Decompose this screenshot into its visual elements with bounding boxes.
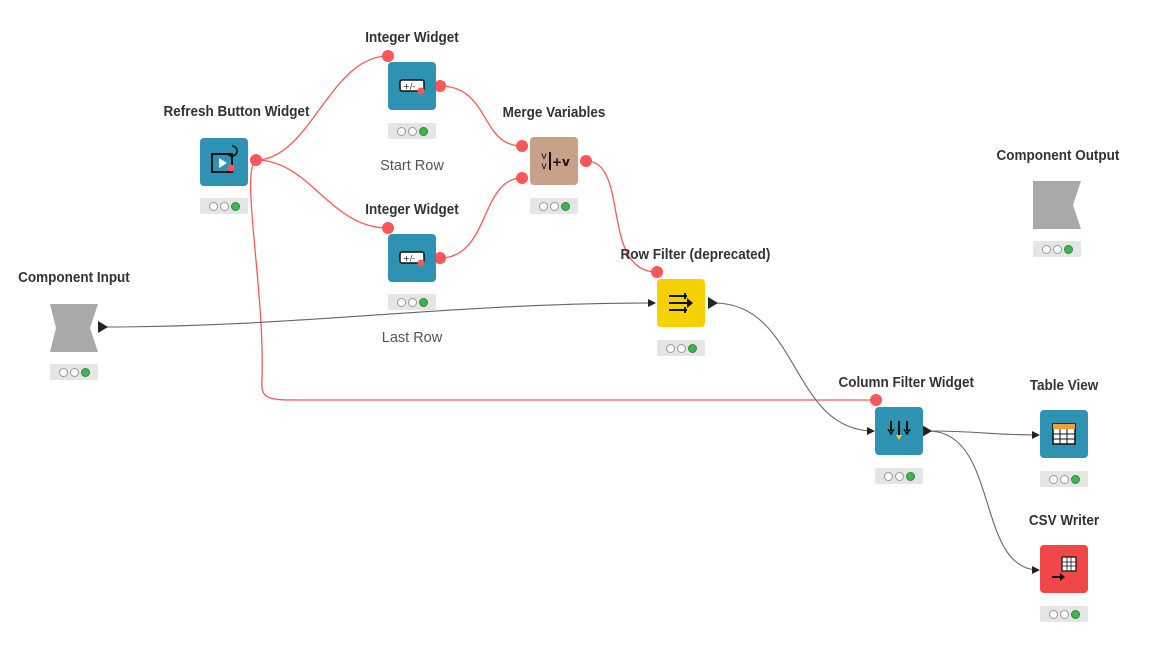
status-light-icon — [1063, 244, 1073, 254]
svg-text:+v: +v — [552, 155, 570, 169]
traffic-light-status — [657, 340, 705, 356]
flow-variable-in-port[interactable] — [382, 50, 394, 62]
status-light-icon — [396, 126, 406, 136]
status-light-icon — [1070, 609, 1080, 619]
status-light-icon — [1048, 609, 1058, 619]
traffic-light-status — [50, 364, 98, 380]
data-out-port[interactable] — [922, 425, 932, 437]
node-annotation: Start Row — [380, 158, 444, 174]
node-box[interactable] — [657, 279, 705, 327]
status-light-icon — [538, 201, 548, 211]
node-title: CSV Writer — [1028, 513, 1100, 529]
status-light-icon — [407, 297, 417, 307]
node-box[interactable]: +/- — [388, 234, 436, 282]
node-title: Table View — [1029, 378, 1099, 394]
traffic-light-status — [200, 198, 248, 214]
node-annotation: Last Row — [381, 330, 443, 346]
status-light-icon — [560, 201, 570, 211]
flow-variable-in-port[interactable] — [382, 222, 394, 234]
status-light-icon — [1059, 609, 1069, 619]
connection-component-input-to-row-filter[interactable] — [103, 299, 656, 328]
flow-variable-out-port[interactable] — [434, 252, 446, 264]
status-light-icon — [1048, 474, 1058, 484]
status-light-icon — [418, 126, 428, 136]
node-box[interactable] — [200, 138, 248, 186]
connection-refresh-button-widget-to-column-filter-widget[interactable] — [249, 159, 876, 401]
status-light-icon — [894, 471, 904, 481]
status-light-icon — [905, 471, 915, 481]
status-light-icon — [1041, 244, 1051, 254]
traffic-light-status — [1040, 471, 1088, 487]
svg-text:+/-: +/- — [403, 82, 415, 91]
status-light-icon — [883, 471, 893, 481]
status-light-icon — [208, 201, 218, 211]
flow-variable-out-port[interactable] — [250, 154, 262, 166]
node-box[interactable] — [50, 304, 98, 352]
status-light-icon — [219, 201, 229, 211]
status-light-icon — [1070, 474, 1080, 484]
status-light-icon — [1059, 474, 1069, 484]
flow-variable-in-port[interactable] — [651, 266, 663, 278]
node-box[interactable] — [1040, 410, 1088, 458]
svg-text:+/-: +/- — [403, 254, 415, 263]
node-title: Refresh Button Widget — [163, 104, 310, 120]
status-light-icon — [676, 343, 686, 353]
connection-integer-widget-start-to-merge-variables[interactable] — [439, 85, 523, 147]
node-title: Integer Widget — [365, 202, 459, 218]
node-title: Row Filter (deprecated) — [620, 247, 771, 263]
traffic-light-status — [388, 294, 436, 310]
node-box[interactable] — [1040, 545, 1088, 593]
node-box[interactable]: +/- — [388, 62, 436, 110]
connection-row-filter-to-column-filter-widget[interactable] — [713, 302, 875, 435]
status-light-icon — [665, 343, 675, 353]
node-title: Merge Variables — [502, 105, 606, 121]
status-light-icon — [230, 201, 240, 211]
traffic-light-status — [1033, 241, 1081, 257]
traffic-light-status — [1040, 606, 1088, 622]
status-light-icon — [58, 367, 68, 377]
data-out-port[interactable] — [98, 321, 108, 333]
connection-column-filter-widget-to-csv-writer[interactable] — [927, 430, 1040, 574]
connection-refresh-button-widget-to-integer-widget-last[interactable] — [255, 159, 389, 229]
node-title: Component Input — [18, 270, 130, 286]
flow-variable-out-port[interactable] — [580, 155, 592, 167]
svg-text:v: v — [541, 161, 547, 172]
connection-refresh-button-widget-to-integer-widget-start[interactable] — [255, 55, 389, 161]
status-light-icon — [687, 343, 697, 353]
status-light-icon — [396, 297, 406, 307]
flow-variable-in-port[interactable] — [870, 394, 882, 406]
node-title: Component Output — [996, 148, 1120, 164]
traffic-light-status — [875, 468, 923, 484]
status-light-icon — [80, 367, 90, 377]
data-out-port[interactable] — [708, 297, 718, 309]
node-box[interactable] — [1033, 181, 1081, 229]
flow-variable-in-port[interactable] — [516, 172, 528, 184]
flow-variable-in-port[interactable] — [516, 140, 528, 152]
traffic-light-status — [388, 123, 436, 139]
connection-merge-variables-to-row-filter[interactable] — [585, 160, 658, 273]
status-light-icon — [418, 297, 428, 307]
connection-column-filter-widget-to-table-view[interactable] — [927, 430, 1040, 439]
traffic-light-status — [530, 198, 578, 214]
flow-variable-out-port[interactable] — [434, 80, 446, 92]
status-light-icon — [69, 367, 79, 377]
status-light-icon — [549, 201, 559, 211]
status-light-icon — [1052, 244, 1062, 254]
svg-text:v: v — [541, 151, 547, 162]
node-title: Integer Widget — [365, 30, 459, 46]
status-light-icon — [407, 126, 417, 136]
node-title: Column Filter Widget — [838, 375, 975, 391]
connection-integer-widget-last-to-merge-variables[interactable] — [439, 177, 523, 259]
node-box[interactable] — [875, 407, 923, 455]
